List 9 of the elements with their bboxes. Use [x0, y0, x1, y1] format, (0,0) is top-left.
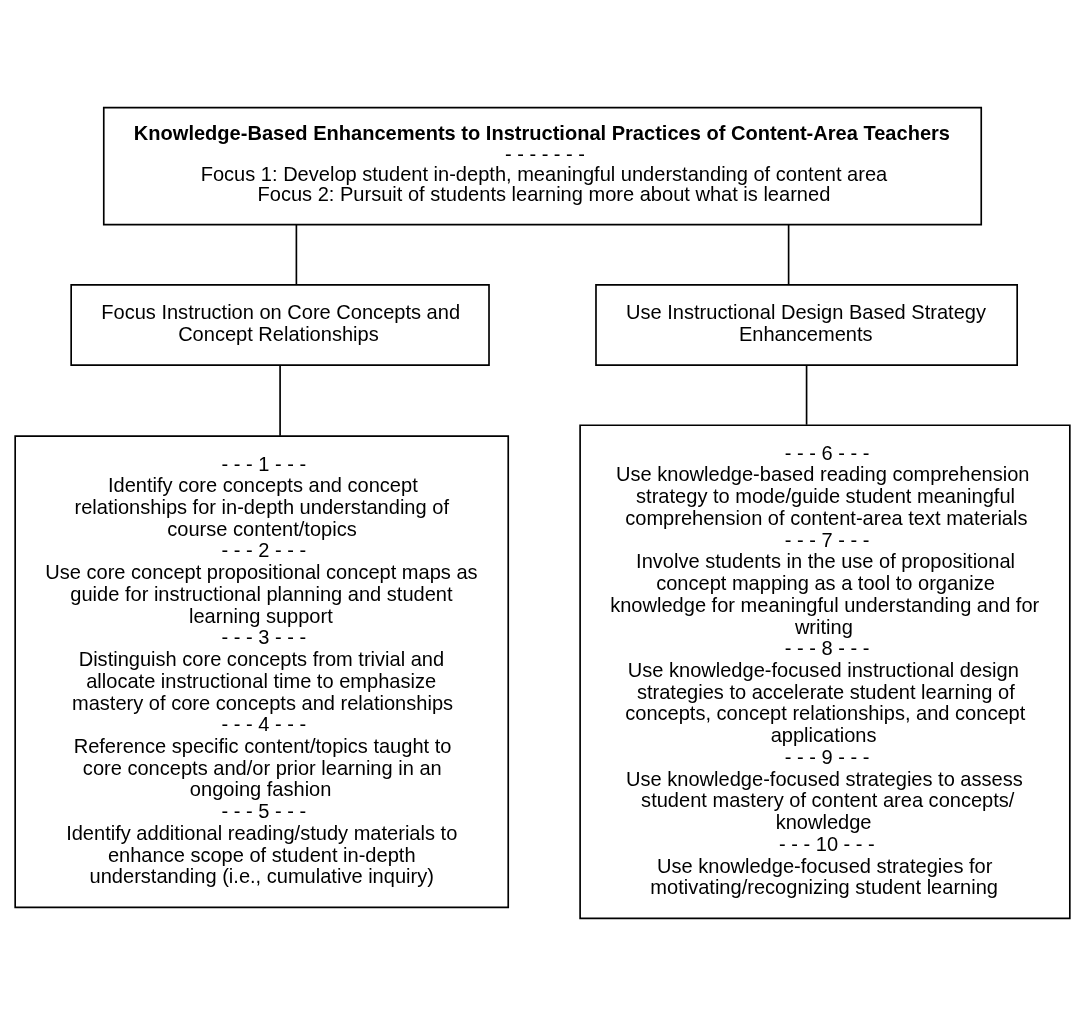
node-box: Focus Instruction on Core Concepts and Concept Relationships	[70, 283, 490, 366]
node-box: - - - 1 - - - Identify core concepts and concept relationships for in-depth understanding of course content/topics - - - 2 - - - Use core concept propositional concept maps as guide for instructional planning and student learning support - - - 3 - - - Distinguish core concepts from trivial and allocate instructional time to emphasize mastery of core concepts and relationships - - - 4 - - - Reference specific content/topics taught to core concepts and/or prior learning in an ongoing fashion - - - 5 - - - Identify additional reading/study materials to enhance scope of student in-depth understanding (i.e., cumulative inquiry)	[14, 434, 510, 908]
node-box: Use Instructional Design Based Strategy Enhancements	[595, 283, 1018, 366]
connector	[787, 223, 790, 286]
node-box: Knowledge-Based Enhancements to Instructional Practices of Content-Area Teachers - - - - - - - Focus 1: Develop student in-depth, meaningful understanding of content area Focus 2: Pursuit of students learning more about what is learned	[102, 106, 983, 225]
connector	[295, 223, 298, 286]
connector	[805, 364, 808, 426]
node-box: - - - 6 - - - Use knowledge-based reading comprehension strategy to mode/guide student meaningful comprehension of content-area text materials - - - 7 - - - Involve students in the use of propositional concept mapping as a tool to organize knowledge for meaningful understanding and for writing - - - 8 - - - Use knowledge-focused instructional design strategies to accelerate student learning of concepts, concept relationships, and concept applications - - - 9 - - - Use knowledge-focused strategies to assess student mastery of content area concepts/ knowledge - - - 10 - - - Use knowledge-focused strategies for motivating/recognizing student learning	[579, 423, 1071, 919]
connector	[279, 364, 281, 437]
